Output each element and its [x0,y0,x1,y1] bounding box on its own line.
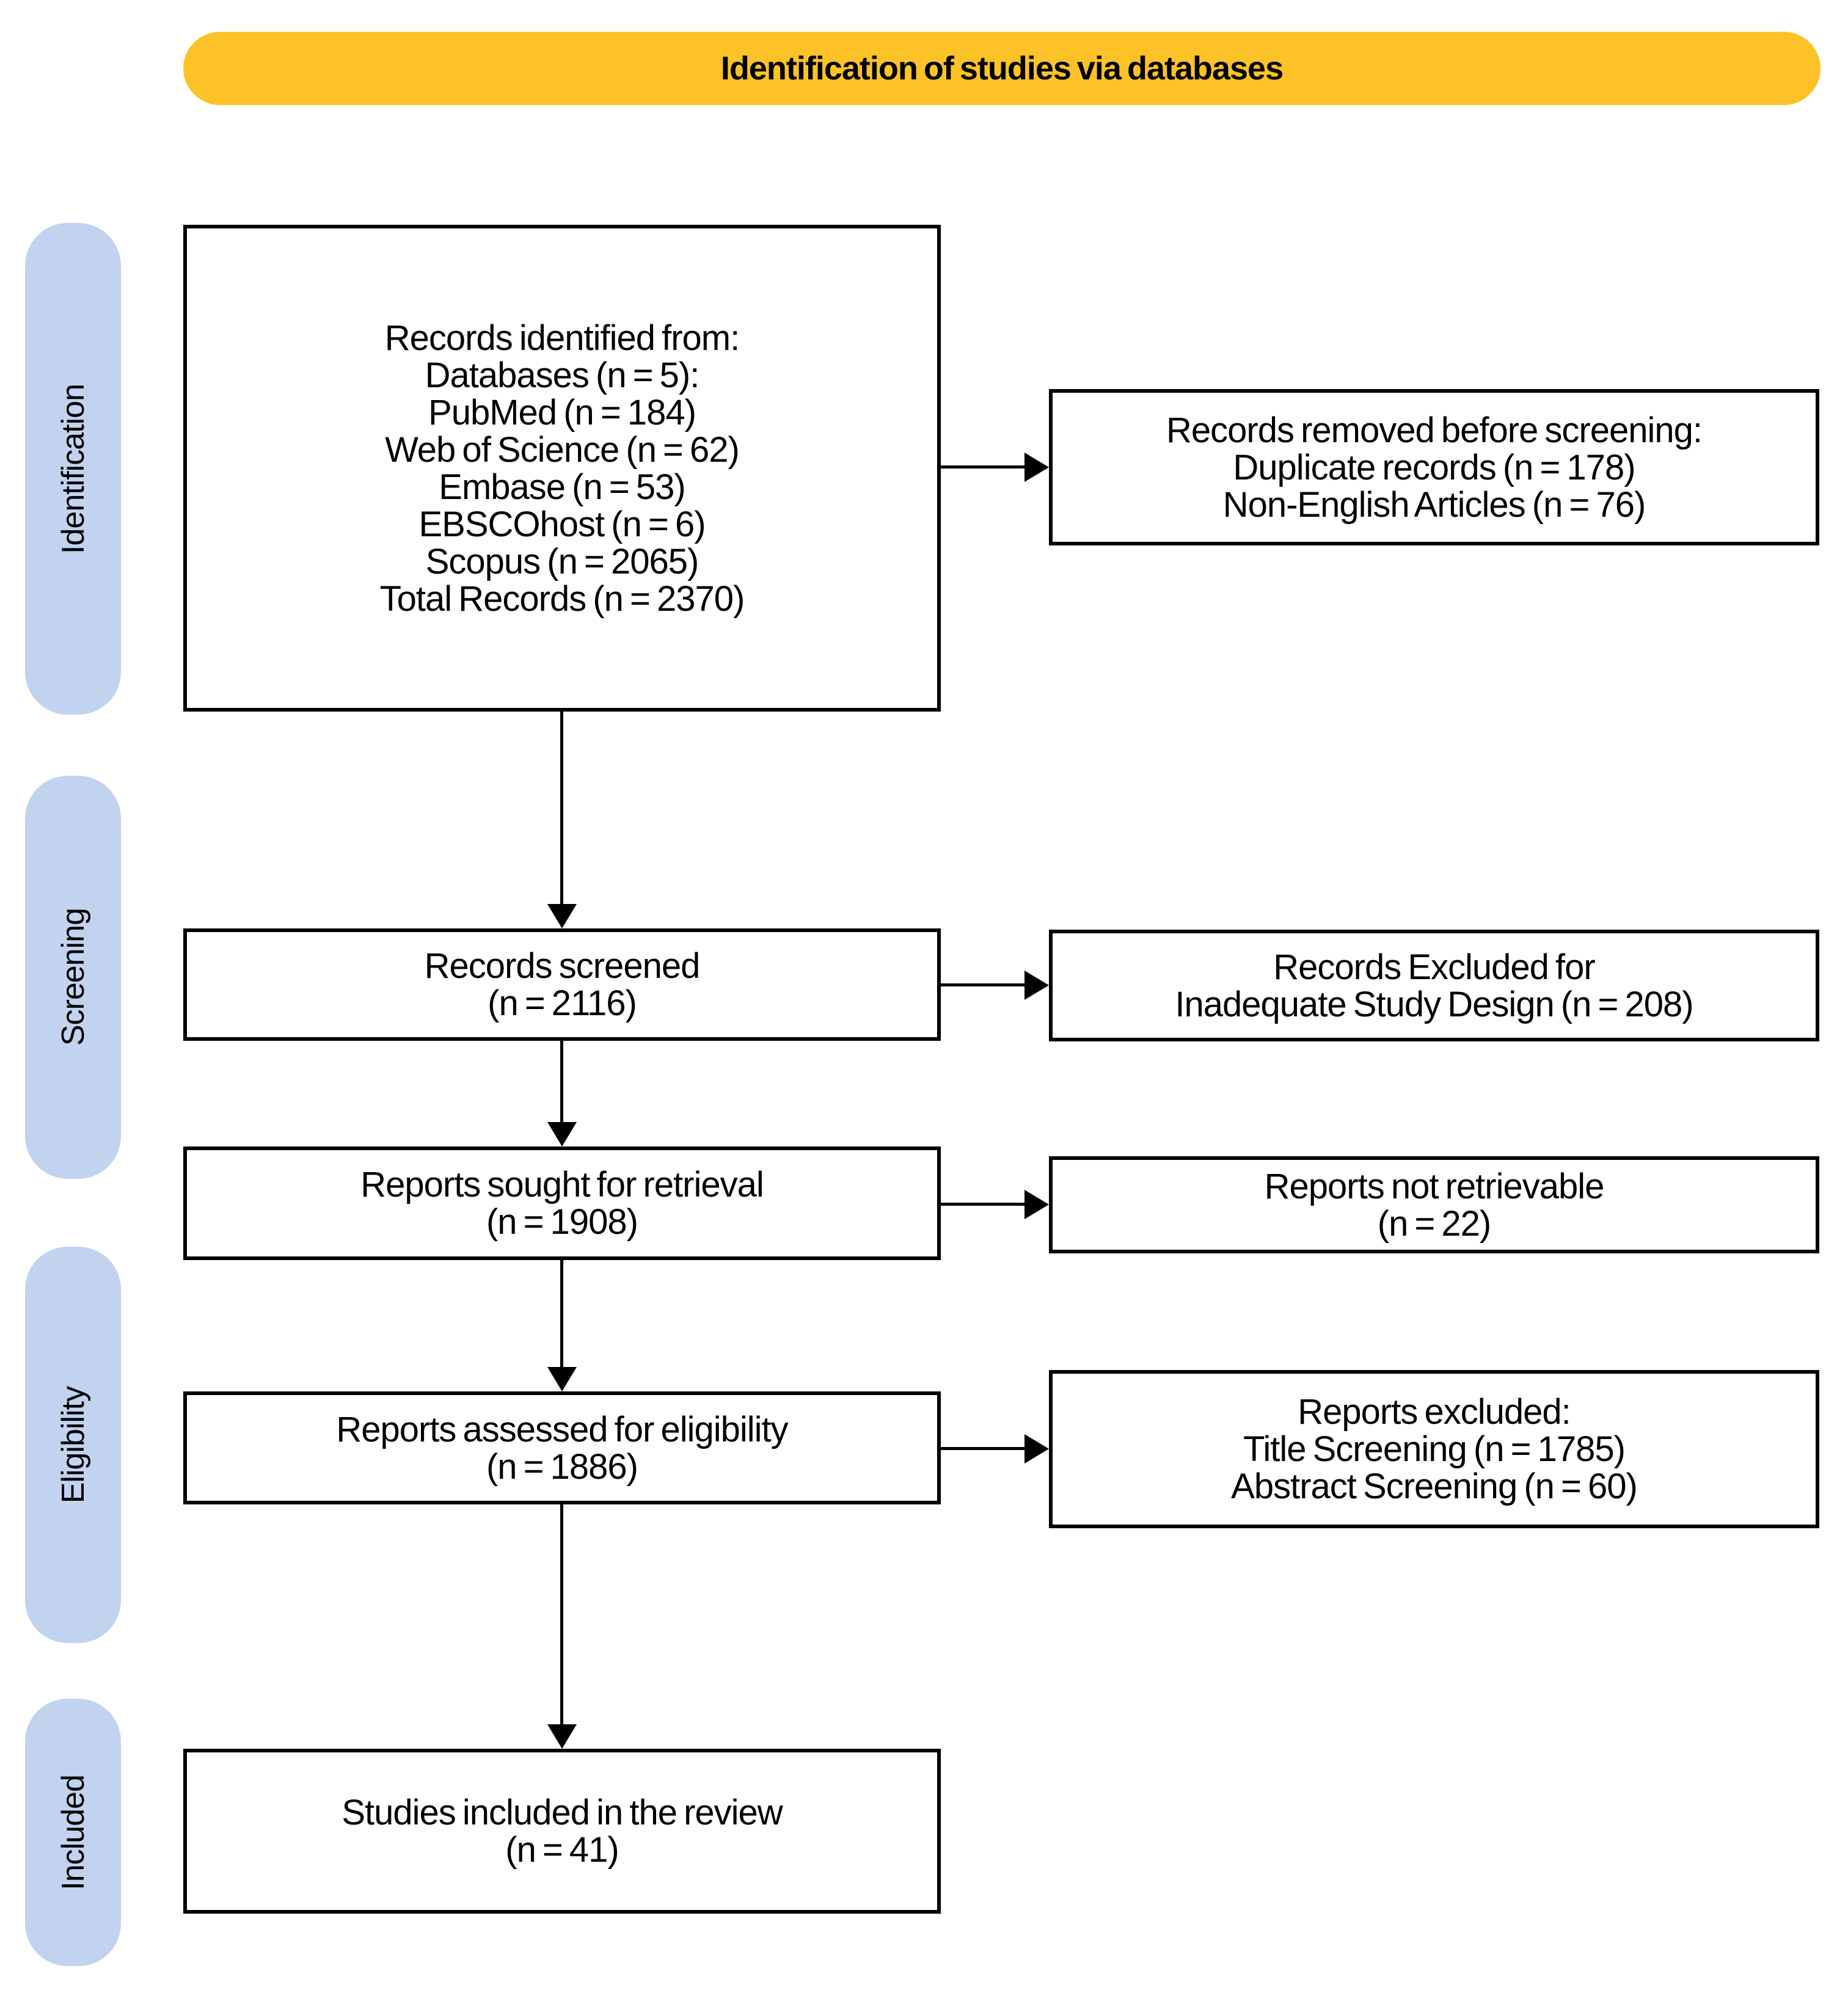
arrow-right-identified-to-removed [941,465,1026,468]
banner-label: Identification of studies via databases [720,50,1284,87]
text-line: (n = 41) [505,1830,619,1870]
arrow-down-identified-to-screened [560,712,563,906]
box-records-identified: Records identified from: Databases (n = … [183,225,941,712]
stage-rail-screening-label: Screening [55,908,91,1046]
box-records-excluded-inadequate-design: Records Excluded for Inadequate Study De… [1049,930,1819,1041]
text-line: Non-English Articles (n = 76) [1222,484,1646,525]
text-line: (n = 22) [1377,1203,1491,1244]
text-line: Scopus (n = 2065) [425,541,699,581]
box-reports-assessed-for-eligibility: Reports assessed for eligibility (n = 18… [183,1391,941,1504]
arrowhead-down-icon [547,1367,577,1391]
text-line: Records Excluded for [1273,947,1595,987]
text-line: (n = 1886) [486,1446,638,1487]
arrow-down-sought-to-assessed [560,1260,563,1369]
text-line: Web of Science (n = 62) [385,429,740,470]
text-line: Duplicate records (n = 178) [1233,447,1635,487]
arrow-right-sought-to-not-retrievable [941,1203,1026,1206]
box-reports-excluded: Reports excluded: Title Screening (n = 1… [1049,1370,1819,1528]
text-line: Embase (n = 53) [439,467,685,507]
text-line: Reports sought for retrieval [360,1165,764,1205]
text-line: Databases (n = 5): [425,355,700,395]
arrowhead-right-icon [1024,971,1049,1000]
stage-rail-screening: Screening [25,776,121,1179]
arrow-down-assessed-to-included [560,1504,563,1726]
stage-rail-identification: Identification [25,223,121,715]
stage-rail-identification-label: Identification [55,384,91,554]
text-line: Reports assessed for eligibility [336,1409,788,1449]
stage-rail-included: Included [25,1699,121,1966]
arrowhead-down-icon [547,904,577,928]
stage-rail-eligibility: Eligibility [25,1247,121,1643]
stage-rail-eligibility-label: Eligibility [55,1386,91,1504]
text-line: Abstract Screening (n = 60) [1231,1467,1638,1506]
box-reports-sought-for-retrieval: Reports sought for retrieval (n = 1908) [183,1146,941,1260]
text-line: Title Screening (n = 1785) [1243,1429,1626,1469]
box-records-screened: Records screened (n = 2116) [183,928,941,1041]
text-line: Total Records (n = 2370) [379,578,745,619]
text-line: Reports excluded: [1298,1392,1571,1432]
arrow-right-screened-to-excluded [941,983,1026,986]
box-studies-included-in-review: Studies included in the review (n = 41) [183,1749,941,1914]
banner-identification-via-databases: Identification of studies via databases [183,32,1821,105]
arrowhead-right-icon [1024,1190,1049,1219]
box-records-removed-before-screening: Records removed before screening: Duplic… [1049,389,1819,545]
arrowhead-down-icon [547,1724,577,1749]
arrow-down-screened-to-sought [560,1041,563,1124]
text-line: Records identified from: [384,318,740,358]
arrowhead-right-icon [1024,1434,1049,1463]
text-line: (n = 2116) [488,983,637,1023]
text-line: Inadequate Study Design (n = 208) [1175,984,1693,1024]
text-line: (n = 1908) [486,1202,638,1242]
text-line: Reports not retrievable [1264,1166,1605,1206]
stage-rail-included-label: Included [55,1774,91,1890]
text-line: EBSCOhost (n = 6) [418,504,706,544]
box-reports-not-retrievable: Reports not retrievable (n = 22) [1049,1156,1819,1253]
text-line: Records removed before screening: [1166,410,1703,450]
text-line: PubMed (n = 184) [428,392,696,432]
arrowhead-down-icon [547,1122,577,1146]
text-line: Studies included in the review [341,1793,783,1832]
arrow-right-assessed-to-excluded [941,1447,1026,1450]
arrowhead-right-icon [1024,453,1049,482]
text-line: Records screened [424,946,701,986]
